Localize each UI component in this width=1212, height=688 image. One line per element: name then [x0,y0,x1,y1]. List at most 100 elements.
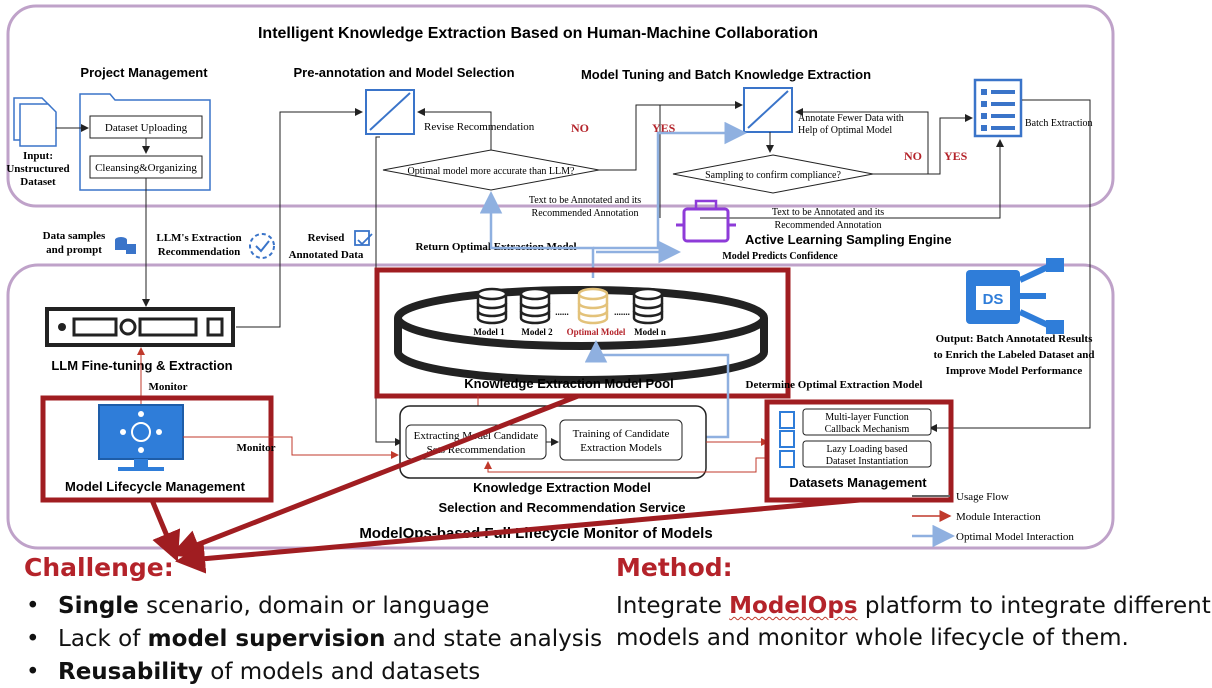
challenge-item-2-bold: model supervision [147,626,386,652]
callback-label-2: Callback Mechanism [825,424,910,435]
challenge-item-1-text: scenario, domain or language [138,593,490,619]
model-2-label: Model 2 [521,327,553,337]
monitor-label-2: Monitor [236,442,275,454]
challenge-item-1-bold: Single [58,593,139,619]
determine-label: Determine Optimal Extraction Model [746,379,923,391]
file-icon [779,411,795,468]
model-n-label: Model n [634,327,666,337]
challenge-title: Challenge: [24,553,174,582]
legend: Usage Flow Module Interaction Optimal Mo… [912,491,1074,548]
data-samples-label-2: and prompt [46,244,102,256]
annotate-label-2: Help of Optimal Model [798,125,892,136]
database-icon [115,237,136,254]
no-label-1: NO [571,121,589,135]
text-to-annotate-2b: Recommended Annotation [775,220,882,231]
legend-usage: Usage Flow [956,491,1009,503]
method-line-2: models and monitor whole lifecycle of th… [616,625,1129,651]
yes-label-1: YES [652,121,676,135]
active-learning-label: Active Learning Sampling Engine [745,232,952,247]
accuracy-decision-diamond [382,149,600,191]
llm-finetune-label: LLM Fine-tuning & Extraction [51,358,232,373]
legend-optimal: Optimal Model Interaction [956,531,1074,543]
checked-doc-icon [354,230,373,246]
edit-icon [365,89,415,135]
service-label-2: Selection and Recommendation Service [438,500,685,515]
yes-label-2: YES [944,149,968,163]
sampling-decision-label: Sampling to confirm compliance? [705,170,841,181]
output-label-3: Improve Model Performance [946,365,1083,377]
upper-frame [6,4,1115,208]
model-db-icons [476,287,664,325]
llm-recommend-label-2: Recommendation [158,246,241,258]
output-label-2: to Enrich the Labeled Dataset and [933,349,1094,361]
challenge-list: Single scenario, domain or language Lack… [24,590,602,688]
callback-label-1: Multi-layer Function [825,412,909,423]
method-pre: Integrate [616,593,730,619]
method-title: Method: [616,553,733,582]
text-to-annotate-1b: Recommended Annotation [532,208,639,219]
batch-extraction-label: Batch Extraction [1025,118,1092,129]
monitor-icon [98,404,184,471]
project-management-title: Project Management [80,65,208,80]
text-to-annotate-1a: Text to be Annotated and its [529,195,641,206]
lifecycle-label: Model Lifecycle Management [65,479,246,494]
method-text: Integrate ModelOps platform to integrate… [616,590,1211,654]
lazy-label-2: Dataset Instantiation [826,456,908,467]
challenge-item-3: Reusability of models and datasets [24,656,602,688]
challenge-pointer-arrows [149,393,861,574]
output-label-1: Output: Batch Annotated Results [936,333,1093,345]
pool-title: Knowledge Extraction Model Pool [464,376,673,391]
pool-highlight-box [374,267,791,399]
sampling-decision-diamond [672,154,874,194]
optimal-model-label: Optimal Model [567,327,626,337]
input-label-2: Unstructured [6,163,69,175]
challenge-item-2-pre: Lack of [58,626,148,652]
input-label-1: Input: [23,150,53,162]
engine-icon [676,199,736,243]
revised-label-1: Revised [308,232,345,244]
training-label-1: Training of Candidate [573,428,670,440]
server-icon [45,307,235,347]
training-label-2: Extraction Models [580,442,662,454]
annotate-label-1: Annotate Fewer Data with [798,113,904,124]
revised-label-2: Annotated Data [289,249,364,261]
dataset-uploading-label: Dataset Uploading [105,122,188,134]
tuning-title: Model Tuning and Batch Knowledge Extract… [581,67,871,82]
ds-network-icon: DS [966,258,1064,334]
challenge-item-2: Lack of model supervision and state anal… [24,623,602,656]
challenge-item-3-bold: Reusability [58,659,203,685]
datasets-management-label: Datasets Management [789,475,927,490]
ellipsis-label-2: ....... [614,307,630,317]
callback-box [802,408,932,436]
model-1-label: Model 1 [473,327,505,337]
training-box [559,419,683,461]
challenge-item-3-text: of models and datasets [203,659,481,685]
service-label-1: Knowledge Extraction Model [473,480,651,495]
ds-badge-text: DS [983,291,1004,308]
preannotation-title: Pre-annotation and Model Selection [293,65,514,80]
batch-list-icon [973,78,1023,138]
llm-recommend-label-1: LLM's Extraction [156,232,241,244]
data-samples-label-1: Data samples [43,230,106,242]
legend-module: Module Interaction [956,511,1041,523]
predicts-confidence-label: Model Predicts Confidence [722,251,838,262]
diagram-title: Intelligent Knowledge Extraction Based o… [258,25,818,42]
method-post: platform to integrate different [857,593,1211,619]
lower-frame [6,263,1115,550]
text-to-annotate-2a: Text to be Annotated and its [772,207,884,218]
no-label-2: NO [904,149,922,163]
input-label-3: Dataset [20,176,56,188]
lazy-loading-box [802,440,932,468]
cleansing-label: Cleansing&Organizing [95,162,197,174]
accuracy-decision-label: Optimal model more accurate than LLM? [408,166,575,177]
revise-recommendation-label: Revise Recommendation [424,121,535,133]
method-highlight: ModelOps [729,593,858,619]
annotate-edit-icon [743,87,793,133]
challenge-item-1: Single scenario, domain or language [24,590,602,623]
lifecycle-highlight-box [40,395,274,503]
monitor-label-1: Monitor [148,381,187,393]
loading-check-icon [249,233,275,259]
document-icon [13,97,57,147]
